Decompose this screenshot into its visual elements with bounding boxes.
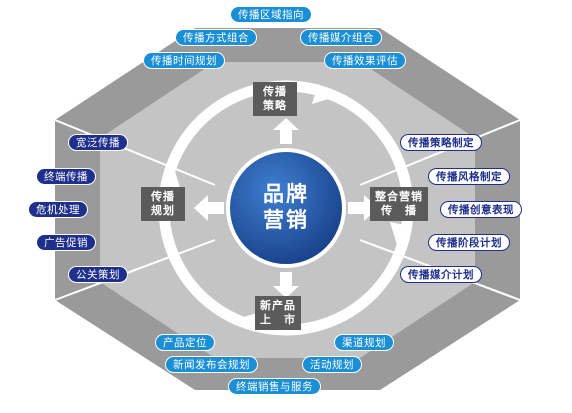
node-integrated-line1: 整合营销 — [375, 190, 423, 203]
right-label-strategy: 传播策略制定 — [400, 134, 482, 151]
right-label-style: 传播风格制定 — [428, 168, 510, 185]
node-strategy-line1: 传播 — [263, 85, 287, 98]
bottom-label-launch: 新闻发布会规划 — [165, 356, 258, 373]
right-label-media: 传播媒介计划 — [400, 266, 482, 283]
center-circle — [226, 148, 346, 268]
node-planning: 传播 规划 — [141, 187, 185, 221]
top-label-timing: 传播时间规划 — [143, 52, 225, 69]
right-label-phase: 传播阶段计划 — [428, 234, 510, 251]
node-strategy-line2: 策略 — [263, 99, 287, 112]
bottom-label-positioning: 产品定位 — [155, 334, 215, 351]
node-integrated-line2: 传 播 — [381, 204, 417, 217]
node-strategy: 传播 策略 — [253, 82, 297, 116]
center-title: 品牌 营销 — [246, 181, 326, 233]
left-label-broad: 宽泛传播 — [68, 134, 128, 151]
center-title-line2: 营销 — [263, 208, 309, 232]
node-planning-line1: 传播 — [151, 190, 175, 203]
left-label-crisis: 危机处理 — [28, 201, 88, 218]
bottom-label-events: 活动规划 — [302, 356, 362, 373]
right-label-creative: 传播创意表现 — [440, 201, 522, 218]
node-integrated: 整合营销 传 播 — [370, 187, 428, 221]
left-label-terminal: 终端传播 — [36, 168, 96, 185]
top-label-effect: 传播效果评估 — [324, 52, 406, 69]
bottom-label-channel: 渠道规划 — [334, 334, 394, 351]
node-new-product-line1: 新产品 — [260, 299, 296, 312]
bottom-label-retail: 终端销售与服务 — [228, 378, 321, 395]
top-label-method: 传播方式组合 — [175, 29, 257, 46]
top-label-media: 传播媒介组合 — [300, 29, 382, 46]
node-new-product-line2: 上 市 — [260, 313, 296, 326]
node-new-product: 新产品 上 市 — [255, 296, 301, 330]
left-label-promo: 广告促销 — [36, 234, 96, 251]
center-title-line1: 品牌 — [263, 182, 309, 206]
divider-lines — [54, 119, 521, 301]
top-label-region: 传播区域指向 — [230, 6, 312, 23]
left-label-pr: 公关策划 — [68, 266, 128, 283]
node-planning-line2: 规划 — [151, 204, 175, 217]
center-arrows — [194, 118, 378, 298]
